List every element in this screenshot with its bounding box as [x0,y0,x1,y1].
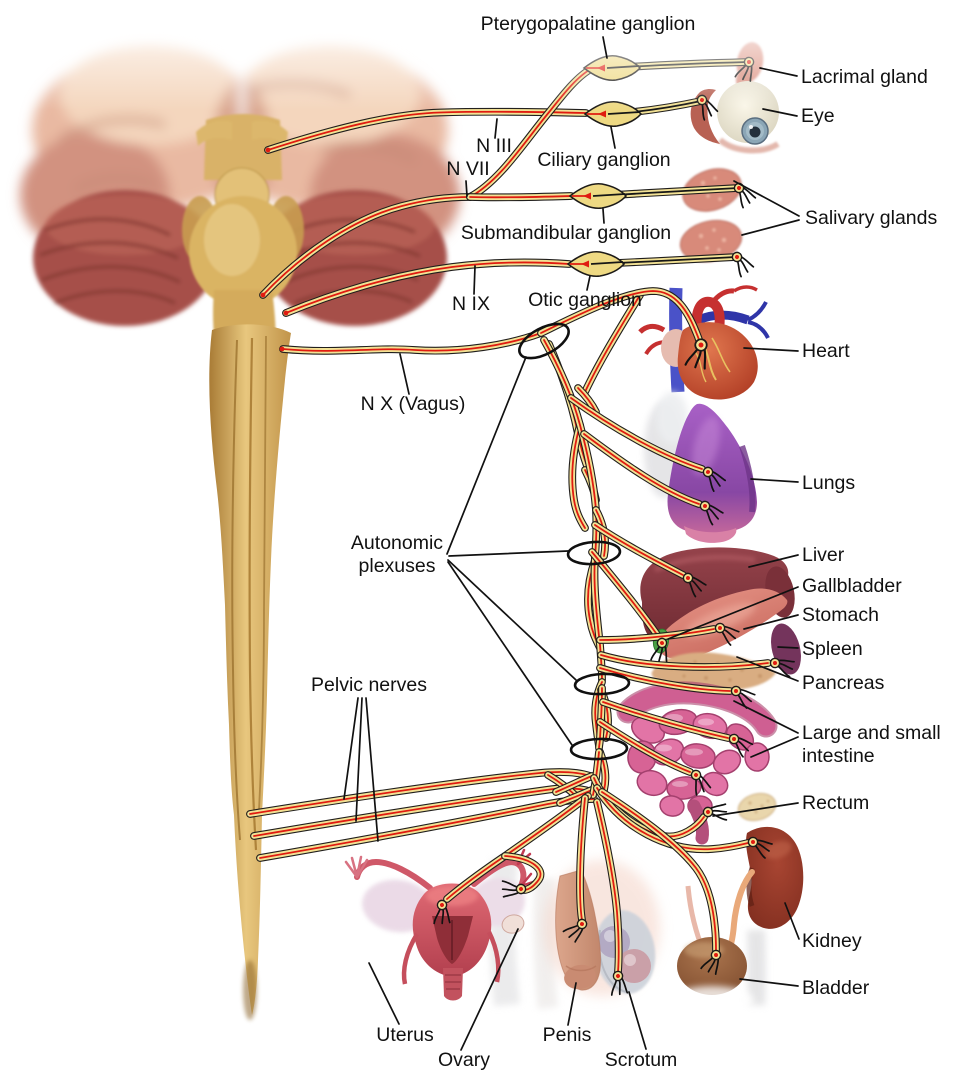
leader-vagus [399,353,410,395]
leader-bladder [739,978,799,987]
label-pterygopalatine-ganglion: Pterygopalatine ganglion [481,13,696,35]
label-uterus: Uterus [376,1024,434,1046]
leader-lacrimal [759,67,798,77]
leader-lines [343,36,800,1051]
testis-lower [617,949,651,983]
organ-penis-scrotum-group [544,860,660,996]
leader-intestine-2 [750,736,799,758]
leader-rectum [712,802,799,817]
organ-spleen [771,623,801,675]
pupil [749,126,761,138]
leader-lungs [750,478,799,483]
leader-ciliary [610,126,616,149]
label-gallbladder: Gallbladder [802,575,902,597]
label-otic-ganglion: Otic ganglion [528,289,642,311]
label-kidney: Kidney [802,930,862,952]
label-ciliary-ganglion: Ciliary ganglion [537,149,670,171]
leader-spleen [777,646,799,649]
plexus-ellipse-1 [518,322,570,360]
plexus-circles [518,322,631,761]
leader-kidney [784,902,800,940]
nerve-root-dots [260,147,289,352]
leader-n-iii [494,118,498,139]
leader-penis [567,982,577,1026]
label-salivary-glands: Salivary glands [805,207,937,229]
leader-heart [743,347,799,352]
leader-uterus [368,962,400,1025]
plexus-ellipse-4 [569,737,629,761]
leader-n-ix [473,265,476,295]
label-liver: Liver [802,544,845,566]
leader-plexus-3 [447,559,577,681]
label-lungs: Lungs [802,472,855,494]
leader-plexus-4 [447,561,573,746]
organ-bladder [670,937,754,1014]
label-submandibular-ganglion: Submandibular ganglion [461,222,671,244]
leader-ovary [460,928,519,1051]
label-lacrimal-gland: Lacrimal gland [801,66,928,88]
label-n-iii: N III [476,135,512,157]
label-penis: Penis [543,1024,592,1046]
label-eye: Eye [801,105,835,127]
spinal-cord [209,324,291,1020]
leader-submandibular [602,208,605,224]
label-pelvic-nerves: Pelvic nerves [311,674,427,696]
label-scrotum: Scrotum [605,1049,678,1071]
organ-uterus-group [344,848,535,1001]
top-fade [0,0,960,110]
leader-salivary-1 [733,180,800,217]
leader-pelvic-1 [343,697,359,800]
leader-liver [748,554,799,568]
background-body-shapes [489,858,766,1010]
cervix [443,968,463,1001]
leader-plexus-2 [448,550,569,557]
leader-salivary-2 [741,219,800,236]
heart-body [677,322,758,400]
label-spleen: Spleen [802,638,863,660]
leader-scrotum [628,991,647,1050]
label-n-vii: N VII [446,158,489,180]
leader-n-vii [465,180,468,197]
leader-otic [586,275,591,291]
leader-plexus-1 [446,356,527,555]
label-intestine-line2: intestine [802,745,875,767]
label-n-x-vagus: N X (Vagus) [361,393,466,415]
leader-pelvic-3 [365,697,379,842]
label-stomach: Stomach [802,604,879,626]
label-bladder: Bladder [802,977,870,999]
leader-stomach [743,614,799,630]
label-heart: Heart [802,340,850,362]
label-autonomic-plexuses-line1: Autonomic [351,532,443,554]
plexus-ellipse-2 [566,540,622,566]
leader-gallbladder [667,586,799,640]
leader-intestine-1 [733,700,799,734]
ganglion-otic [566,250,626,278]
leader-eye [762,108,798,117]
leader-pterygopalatine [602,36,608,59]
label-pancreas: Pancreas [802,672,885,694]
glans [564,964,596,990]
ganglion-submandibular [568,182,628,210]
label-autonomic-plexuses-line2: plexuses [359,555,436,577]
organ-salivary-glands [679,168,743,263]
label-intestine-line1: Large and small [802,722,941,744]
label-rectum: Rectum [802,792,869,814]
leader-pancreas [736,656,799,682]
labels-layer: Pterygopalatine ganglion Lacrimal gland … [311,13,941,1071]
plexus-ellipse-3 [573,672,631,696]
leader-pelvic-2 [355,697,363,822]
label-n-ix: N IX [452,293,490,315]
label-ovary: Ovary [438,1049,490,1071]
